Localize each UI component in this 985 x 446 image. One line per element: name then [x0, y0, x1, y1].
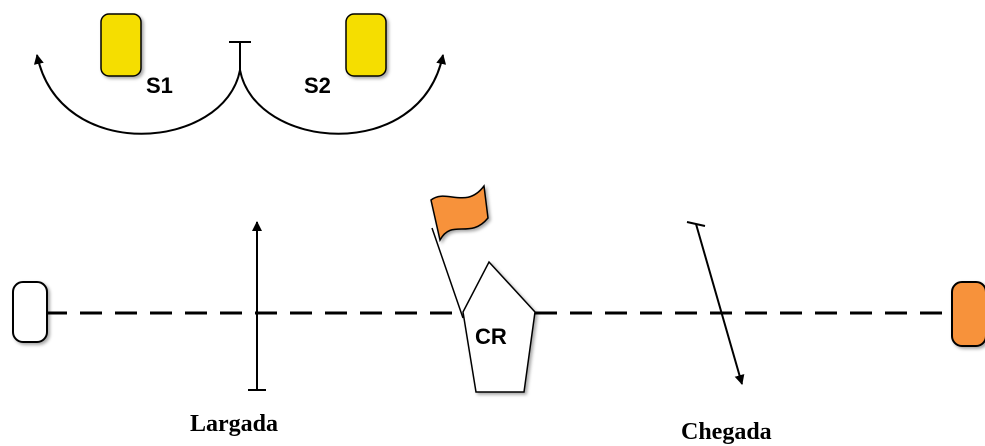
flag-pole [431, 227, 464, 319]
orange-mark-buoy-icon [951, 281, 985, 347]
s1-mark-icon [100, 13, 142, 77]
right-turn-arrow-icon [239, 54, 447, 135]
s1-label: S1 [146, 73, 173, 98]
committee-boat-icon [462, 260, 536, 393]
start-label: Largada [190, 411, 278, 437]
s2-label: S2 [304, 73, 331, 98]
left-turn-arrow-icon [33, 54, 241, 135]
s2-mark-icon [345, 13, 387, 77]
finish-arrow-icon [695, 223, 745, 385]
finish-label: Chegada [681, 419, 772, 445]
committee-boat-label: CR [475, 324, 507, 349]
pin-end-buoy-icon [12, 281, 48, 343]
orange-flag-icon [430, 184, 489, 243]
